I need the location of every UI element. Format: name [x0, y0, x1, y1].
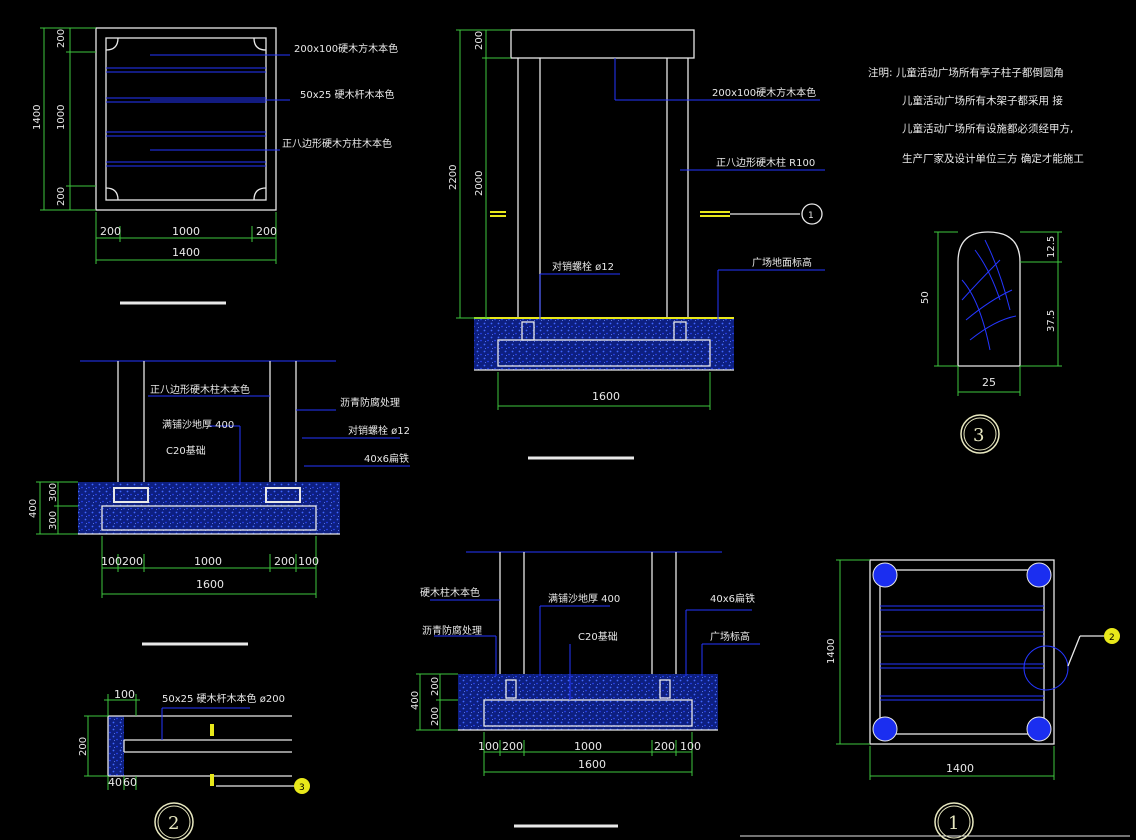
secB-dim-bottom-4: 200	[654, 740, 675, 753]
plan1-marker: 1	[948, 813, 959, 834]
secB-dim-bottom-3: 1000	[574, 740, 602, 753]
d2-label: 50x25 硬木杆木本色 ø200	[162, 692, 285, 705]
plan-dim-bottom-1: 200	[100, 225, 121, 238]
plan1-callout: 2	[1109, 633, 1115, 643]
plan-dim-left-2: 1000	[56, 105, 67, 130]
secB-dim-left-2: 200	[430, 707, 441, 726]
plan-dim-left-total: 1400	[32, 105, 43, 130]
secA-label-4: 沥青防腐处理	[340, 396, 400, 409]
secA-dim-bottom-5: 100	[298, 555, 319, 568]
plan-dim-bottom-3: 200	[256, 225, 277, 238]
secA-label-2: 满铺沙地厚 400	[162, 418, 234, 431]
plan-dim-bottom-2: 1000	[172, 225, 200, 238]
secA-dim-left-2: 300	[48, 511, 59, 530]
secA-label-5: 对销螺栓 ø12	[348, 424, 410, 437]
secA-label-6: 40x6扁铁	[364, 452, 409, 465]
secA-dim-bottom-1: 100	[101, 555, 122, 568]
plan1-dim-left: 1400	[826, 639, 837, 664]
secB-label-5: C20基础	[578, 630, 618, 643]
detail-3: 50 25 12.5 37.5 3	[920, 231, 1062, 454]
secB-dim-left-total: 400	[410, 691, 421, 710]
plan-view: 200x100硬木方木本色 50x25 硬木杆木本色 正八边形硬木方柱木本色 2…	[32, 27, 398, 305]
section-b: 硬木柱木本色 满铺沙地厚 400 40x6扁铁 沥青防腐处理 C20基础 广场标…	[410, 551, 760, 828]
secA-dim-bottom-total: 1600	[196, 578, 224, 591]
secA-dim-left-total: 400	[28, 499, 39, 518]
secB-dim-bottom-2: 200	[502, 740, 523, 753]
elev-label-3: 对销螺栓 ø12	[552, 260, 614, 273]
detail-2: 50x25 硬木杆木本色 ø200 3 100 200 40 60 2	[78, 688, 310, 840]
d3-dim-bottom: 37.5	[1046, 310, 1057, 332]
d3-dim-width: 25	[982, 376, 996, 389]
elevation-view: 1 200x100硬木方木本色 正八边形硬木柱 R100 对销螺栓 ø12 广场…	[448, 29, 825, 460]
d3-marker: 3	[973, 425, 984, 446]
d2-marker: 2	[168, 813, 179, 834]
secB-dim-bottom-5: 100	[680, 740, 701, 753]
section-a: 正八边形硬木柱木本色 满铺沙地厚 400 C20基础 沥青防腐处理 对销螺栓 ø…	[28, 360, 410, 646]
secA-dim-bottom-3: 1000	[194, 555, 222, 568]
elev-label-2: 正八边形硬木柱 R100	[716, 156, 815, 169]
secB-label-6: 广场标高	[710, 630, 750, 643]
elev-dim-left-2: 2000	[474, 171, 485, 196]
secA-dim-left-1: 300	[48, 483, 59, 502]
elev-dim-bottom: 1600	[592, 390, 620, 403]
plan-dim-bottom-total: 1400	[172, 246, 200, 259]
elev-label-4: 广场地面标高	[752, 256, 812, 269]
note-line-1: 注明: 儿童活动广场所有亭子柱子都倒圆角	[868, 66, 1064, 79]
note-line-2: 儿童活动广场所有木架子都采用 接	[902, 94, 1063, 107]
plan-1: 2 1400 1400 1	[740, 559, 1130, 840]
secA-dim-bottom-2: 200	[122, 555, 143, 568]
d2-callout: 3	[299, 783, 305, 793]
elev-label-1: 200x100硬木方木本色	[712, 86, 816, 99]
secA-label-1: 正八边形硬木柱木本色	[150, 383, 250, 396]
note-line-3: 儿童活动广场所有设施都必须经甲方,	[902, 122, 1073, 135]
secB-label-4: 沥青防腐处理	[422, 624, 482, 637]
plan-label-3: 正八边形硬木方柱木本色	[282, 137, 392, 150]
elevation-marker: 1	[808, 211, 814, 221]
d2-dim-bottom-1: 40	[108, 776, 122, 789]
d3-dim-top: 12.5	[1046, 236, 1057, 258]
secB-dim-left-1: 200	[430, 677, 441, 696]
secA-dim-bottom-4: 200	[274, 555, 295, 568]
secB-dim-bottom-1: 100	[478, 740, 499, 753]
d2-dim-top: 100	[114, 688, 135, 701]
elev-dim-left-1: 200	[474, 31, 485, 50]
elev-dim-left-total: 2200	[448, 165, 459, 190]
plan-label-2: 50x25 硬木杆木本色	[300, 88, 395, 101]
secA-label-3: C20基础	[166, 444, 206, 457]
d3-dim-height: 50	[920, 291, 931, 304]
plan1-dim-bottom: 1400	[946, 762, 974, 775]
plan-dim-left-3: 200	[56, 187, 67, 206]
secB-label-1: 硬木柱木本色	[420, 586, 480, 599]
plan-dim-left-1: 200	[56, 29, 67, 48]
secB-dim-bottom-total: 1600	[578, 758, 606, 771]
d2-dim-left: 200	[78, 737, 89, 756]
notes-block: 注明: 儿童活动广场所有亭子柱子都倒圆角 儿童活动广场所有木架子都采用 接 儿童…	[868, 66, 1084, 165]
plan-label-1: 200x100硬木方木本色	[294, 42, 398, 55]
note-line-4: 生产厂家及设计单位三方 确定才能施工	[902, 152, 1084, 165]
d2-dim-bottom-2: 60	[123, 776, 137, 789]
secB-label-3: 40x6扁铁	[710, 592, 755, 605]
secB-label-2: 满铺沙地厚 400	[548, 592, 620, 605]
